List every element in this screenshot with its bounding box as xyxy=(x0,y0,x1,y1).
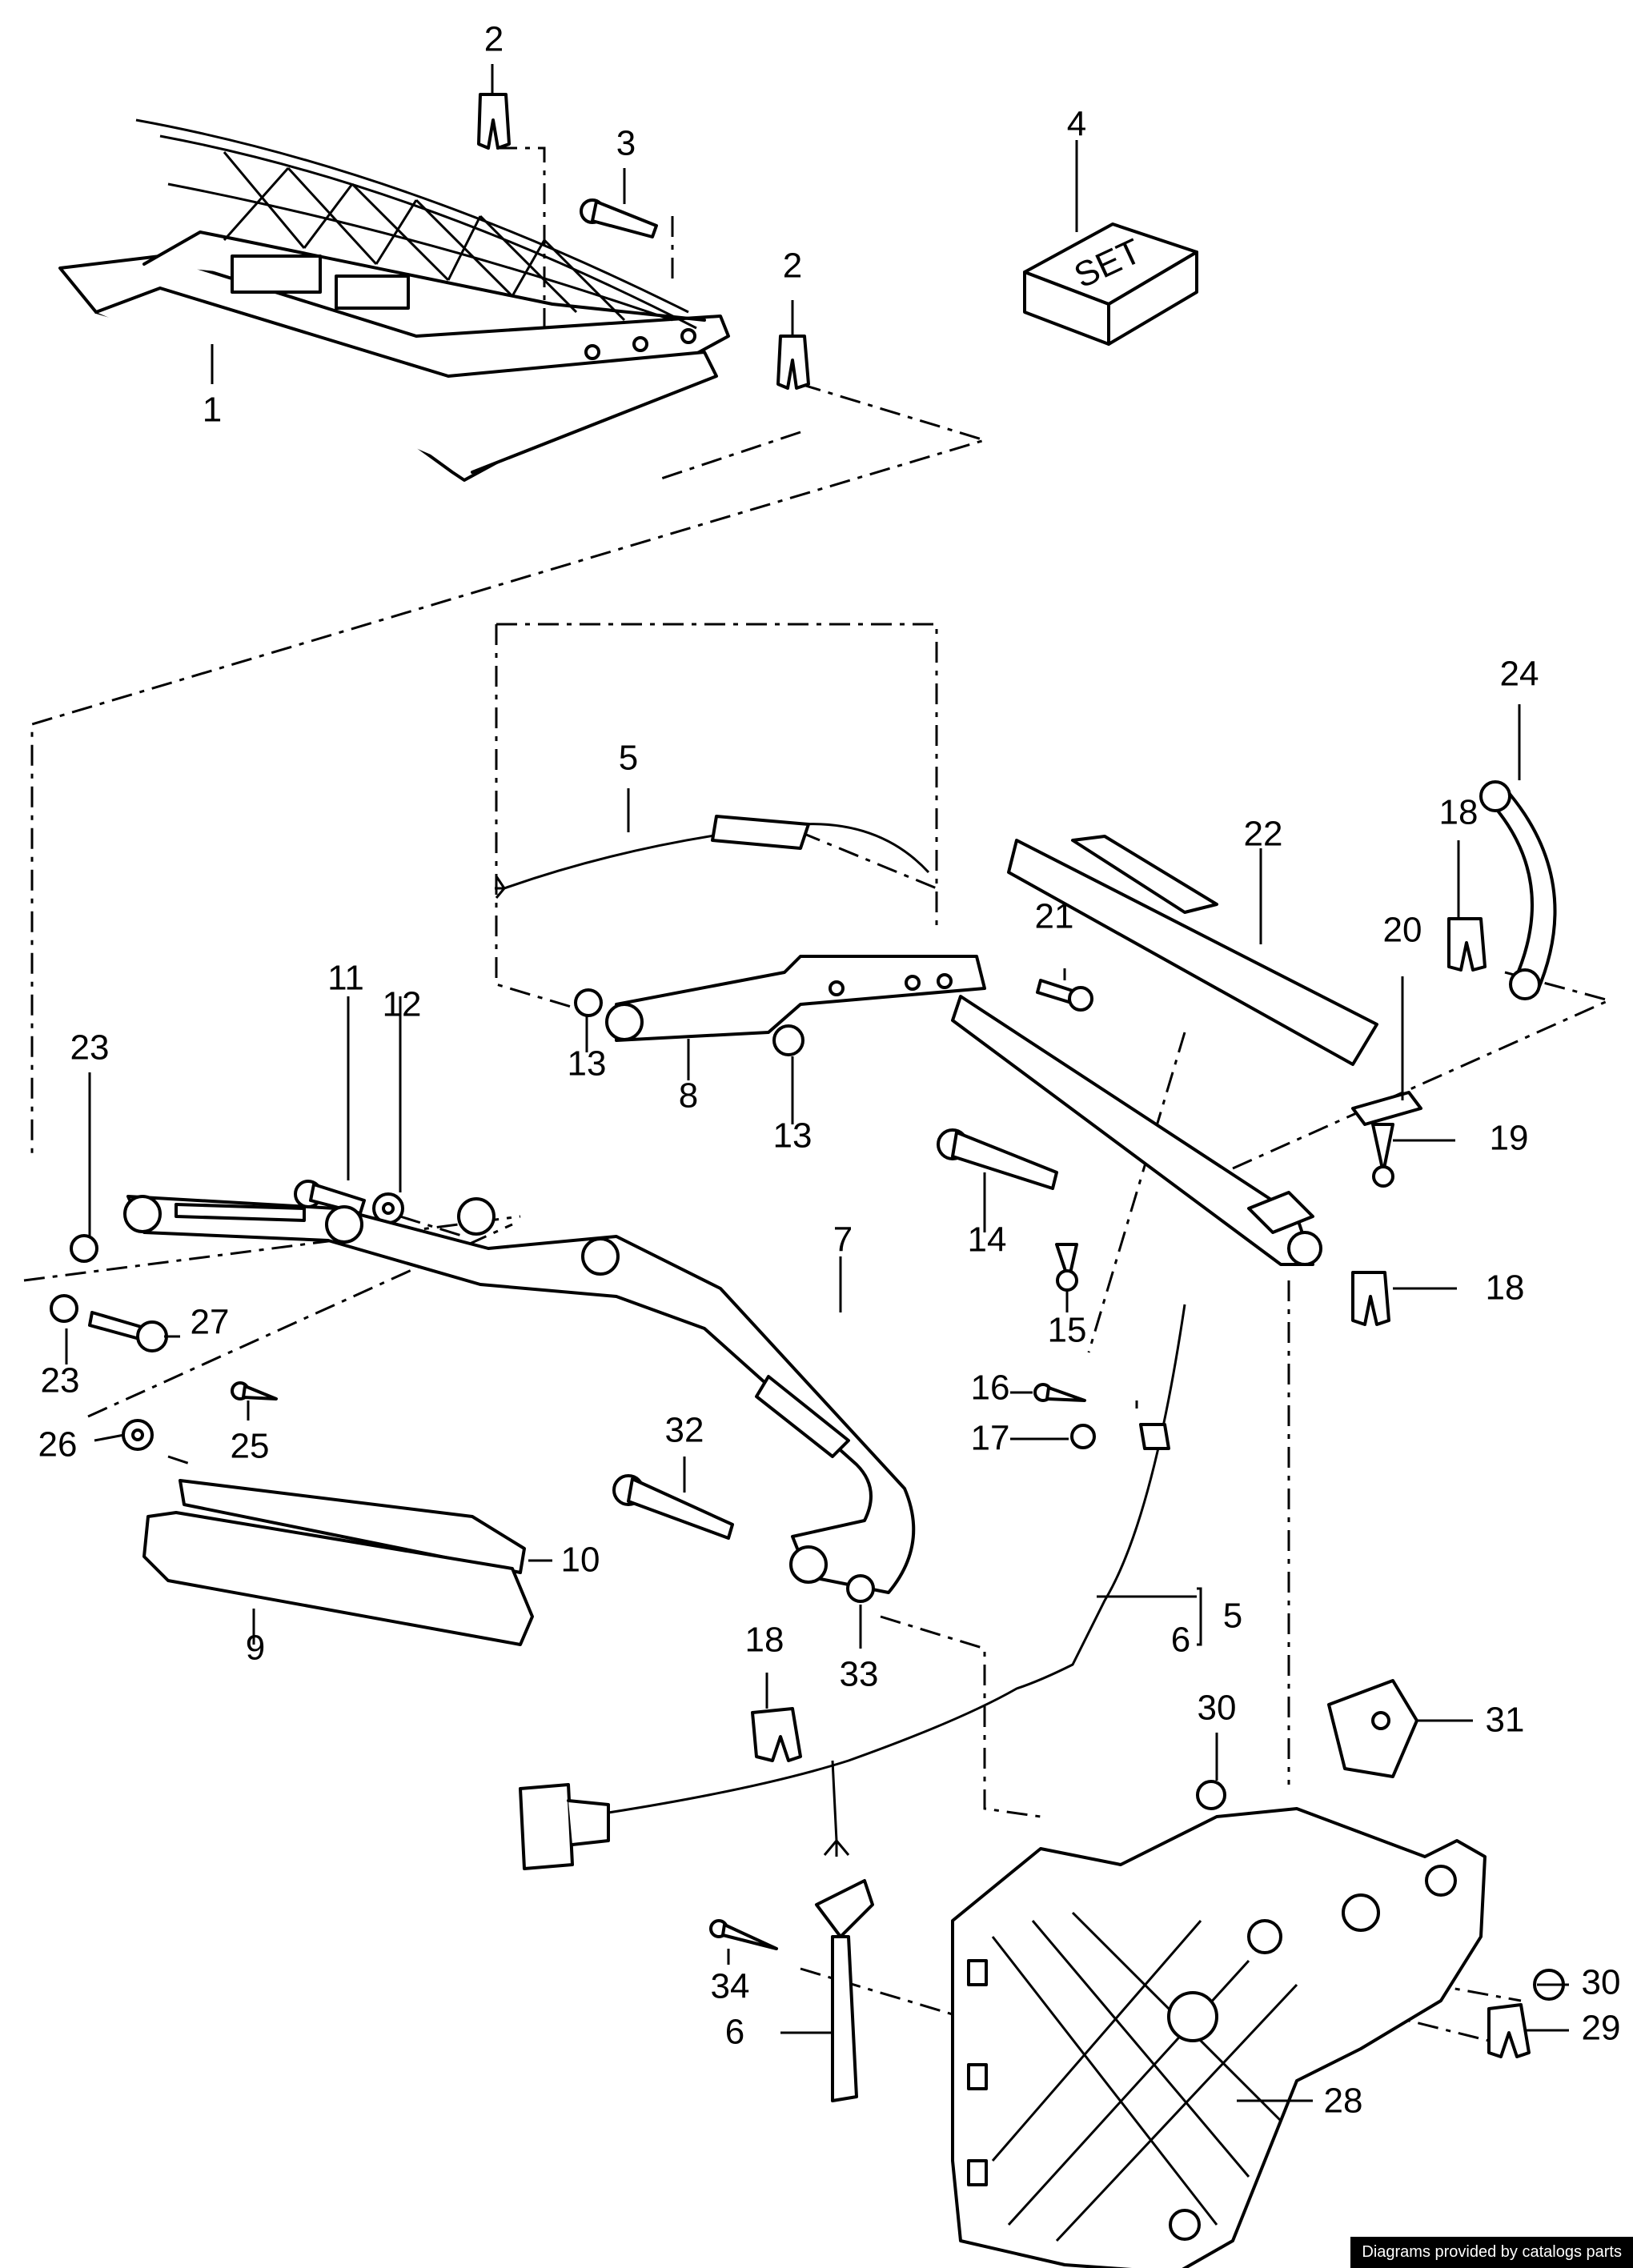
callout-28: 28 xyxy=(1324,2082,1363,2121)
part-18-clip-lower xyxy=(751,1707,802,1762)
part-13-bushing-a xyxy=(574,988,603,1017)
callout-21: 21 xyxy=(1035,897,1074,936)
part-22-seal-strip xyxy=(1007,835,1378,1066)
callout-23-lower: 23 xyxy=(41,1361,80,1400)
callout-23-upper: 23 xyxy=(70,1028,110,1068)
callout-6: 6 xyxy=(725,2013,744,2052)
part-24-bracket xyxy=(1479,780,1557,1000)
callout-7: 7 xyxy=(833,1220,853,1260)
part-13-bushing-b xyxy=(772,1024,804,1056)
part-23-nut-lower xyxy=(50,1294,78,1323)
part-31-bracket xyxy=(1327,1679,1418,1778)
part-9-cover xyxy=(142,1511,534,1646)
part-20-plate xyxy=(1351,1091,1422,1126)
callout-16: 16 xyxy=(971,1368,1010,1408)
part-3-pin xyxy=(580,198,658,238)
part-1-roof-frame xyxy=(58,118,730,482)
part-5-cable-upper xyxy=(495,815,930,899)
callout-5-upper: 5 xyxy=(619,739,638,778)
part-5-cable-lower xyxy=(608,1304,1186,1857)
callout-31: 31 xyxy=(1486,1701,1525,1740)
callout-19: 19 xyxy=(1490,1119,1529,1158)
callout-5-lower: 5 xyxy=(1223,1597,1242,1636)
callout-22: 22 xyxy=(1244,815,1283,854)
callout-4: 4 xyxy=(1067,105,1086,144)
part-16-screw xyxy=(1033,1383,1086,1402)
callout-18-upper: 18 xyxy=(1439,793,1479,832)
part-14-pin xyxy=(937,1128,1058,1190)
part-18-clip-right xyxy=(1351,1271,1390,1326)
callout-25: 25 xyxy=(231,1427,270,1466)
callout-3: 3 xyxy=(616,124,636,163)
leader-lines xyxy=(65,64,1569,2102)
callout-29: 29 xyxy=(1582,2009,1621,2048)
callout-15: 15 xyxy=(1048,1311,1087,1350)
callout-18-lower: 18 xyxy=(745,1621,784,1660)
callout-6-bracket: 6 xyxy=(1171,1621,1190,1660)
part-21-bolt xyxy=(1036,979,1093,1012)
callout-27: 27 xyxy=(191,1303,230,1342)
part-33-nut xyxy=(846,1574,875,1603)
callout-1: 1 xyxy=(203,391,222,430)
part-28-housing xyxy=(951,1807,1487,2268)
part-2-clip-right xyxy=(776,335,810,390)
cable-connector xyxy=(519,1783,610,1870)
callout-26: 26 xyxy=(38,1425,78,1465)
callout-9: 9 xyxy=(246,1629,265,1668)
callout-24: 24 xyxy=(1500,655,1539,694)
part-34-screw xyxy=(709,1919,778,1950)
callout-20: 20 xyxy=(1383,911,1422,950)
callout-34: 34 xyxy=(711,1967,750,2006)
callout-12: 12 xyxy=(383,985,422,1024)
part-23-nut-upper xyxy=(70,1234,98,1263)
callout-33: 33 xyxy=(840,1655,879,1694)
callout-14: 14 xyxy=(968,1220,1007,1260)
part-25-screw xyxy=(231,1381,278,1400)
callout-13-left: 13 xyxy=(568,1044,607,1084)
callout-10: 10 xyxy=(561,1541,600,1580)
part-15-screw xyxy=(1055,1243,1078,1292)
part-26-washer xyxy=(122,1419,154,1451)
part-17-washer xyxy=(1070,1424,1096,1449)
callout-32: 32 xyxy=(665,1411,704,1450)
part-6-sensor xyxy=(815,1879,874,2102)
part-10-seal xyxy=(179,1479,526,1574)
credit-badge: Diagrams provided by catalogs parts xyxy=(1350,2237,1633,2268)
part-18-clip-upper xyxy=(1447,917,1487,972)
part-2-clip-top xyxy=(477,93,511,150)
callout-2-right: 2 xyxy=(783,246,802,286)
part-4-set-box: SET xyxy=(1023,222,1198,346)
callout-2-top: 2 xyxy=(484,20,504,59)
callout-labels: 2 3 4 2 1 5 22 24 18 21 20 11 12 13 8 13… xyxy=(38,20,1621,2121)
part-19-screw xyxy=(1371,1123,1394,1188)
callout-8: 8 xyxy=(679,1076,698,1116)
part-8-link-arm xyxy=(605,955,1322,1266)
callout-11: 11 xyxy=(327,959,364,998)
part-27-pin xyxy=(88,1311,168,1352)
part-11-bolt xyxy=(294,1180,366,1215)
callout-30-upper: 30 xyxy=(1198,1689,1237,1728)
callout-13-right: 13 xyxy=(773,1116,812,1156)
callout-17: 17 xyxy=(971,1419,1010,1458)
part-30-nut-upper xyxy=(1196,1780,1226,1810)
part-32-pin xyxy=(612,1474,734,1540)
part-29-clip xyxy=(1487,2003,1531,2058)
callout-30-right: 30 xyxy=(1582,1963,1621,2002)
callout-18-right: 18 xyxy=(1486,1268,1525,1308)
